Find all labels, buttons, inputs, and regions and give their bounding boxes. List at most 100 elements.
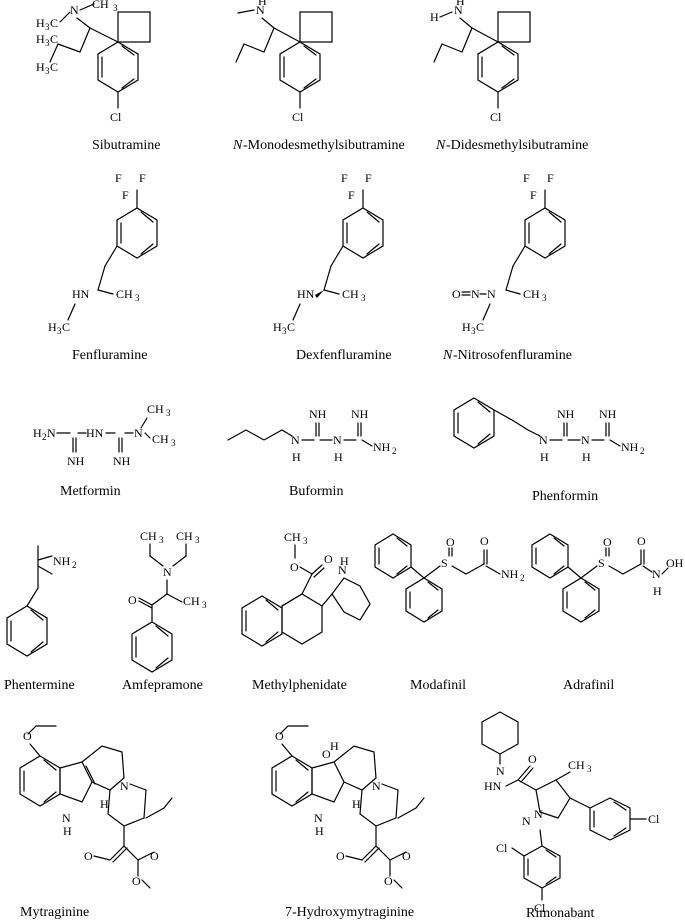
svg-text:F: F xyxy=(547,171,554,185)
caption-rimonabant: Rimonabant xyxy=(526,906,595,921)
svg-text:N: N xyxy=(256,3,265,17)
svg-text:O: O xyxy=(128,593,137,607)
svg-text:N: N xyxy=(314,811,323,825)
svg-text:H: H xyxy=(63,824,72,838)
svg-text:2: 2 xyxy=(640,446,645,456)
svg-text:H: H xyxy=(100,797,109,811)
svg-text:N: N xyxy=(372,779,381,793)
svg-text:Cl: Cl xyxy=(496,841,508,855)
svg-text:3: 3 xyxy=(45,22,50,32)
svg-text:N: N xyxy=(539,433,548,447)
svg-text:H: H xyxy=(540,450,549,464)
svg-text:CH: CH xyxy=(176,529,193,543)
svg-text:H: H xyxy=(36,60,45,74)
svg-text:H: H xyxy=(352,797,361,811)
svg-text:NH: NH xyxy=(113,454,131,468)
svg-text:N: N xyxy=(120,779,129,793)
svg-text:O: O xyxy=(603,535,612,549)
structure-adrafinil: S O O N H OH Adrafinil xyxy=(531,533,684,693)
svg-text:O: O xyxy=(402,849,411,863)
svg-text:CH: CH xyxy=(284,530,301,544)
svg-text:CH: CH xyxy=(147,402,164,416)
svg-text:O: O xyxy=(275,729,284,743)
svg-text:NH: NH xyxy=(621,440,639,454)
svg-text:3: 3 xyxy=(57,326,62,336)
svg-text:N: N xyxy=(471,287,480,301)
svg-text:NH: NH xyxy=(501,567,519,581)
svg-text:O: O xyxy=(637,534,646,548)
caption-dexfenfluramine: Dexfenfluramine xyxy=(296,348,392,363)
structure-metformin: H 2 N NH HN NH N CH 3 CH 3 Metformin xyxy=(33,402,176,499)
svg-text:H: H xyxy=(48,320,57,334)
svg-text:HN: HN xyxy=(484,779,502,793)
svg-text:O: O xyxy=(452,287,461,301)
svg-text:CH: CH xyxy=(342,287,359,301)
svg-text:N: N xyxy=(47,426,56,440)
svg-text:F: F xyxy=(115,171,122,185)
svg-text:H: H xyxy=(334,450,343,464)
svg-text:O: O xyxy=(322,747,331,761)
atom-ch3: CH xyxy=(92,0,109,11)
svg-text:H: H xyxy=(462,320,471,334)
caption-metformin: Metformin xyxy=(60,484,121,499)
svg-text:CH: CH xyxy=(568,758,585,772)
caption-n-monodesmethylsibutramine: -Monodesmethylsibutramine xyxy=(243,138,405,153)
svg-text:NH: NH xyxy=(557,407,575,421)
svg-text:N: N xyxy=(522,814,531,828)
svg-text:H: H xyxy=(340,554,349,568)
svg-text:H: H xyxy=(582,450,591,464)
svg-text:3: 3 xyxy=(166,408,171,418)
structure-amfepramone: CH 3 CH 3 N CH 3 O Amfepramone xyxy=(122,529,207,693)
svg-text:N: N xyxy=(134,426,143,440)
svg-text:O: O xyxy=(336,849,345,863)
svg-text:3: 3 xyxy=(471,326,476,336)
svg-text:O: O xyxy=(23,729,32,743)
caption-adrafinil: Adrafinil xyxy=(563,678,614,693)
svg-text:O: O xyxy=(446,535,455,549)
svg-text:H: H xyxy=(653,584,662,598)
svg-text:N: N xyxy=(291,433,300,447)
structure-mytraginine: O N H N H O O O Mytraginine xyxy=(19,725,173,920)
svg-text:H: H xyxy=(36,32,45,46)
svg-text:HN: HN xyxy=(86,426,104,440)
svg-text:N: N xyxy=(333,433,342,447)
svg-text:H: H xyxy=(315,824,324,838)
svg-text:3: 3 xyxy=(159,535,164,545)
svg-text:C: C xyxy=(50,16,58,30)
svg-text:NH: NH xyxy=(373,440,391,454)
svg-text:N: N xyxy=(487,287,496,301)
caption-n-didesmethylsibutramine: -Didesmethylsibutramine xyxy=(446,138,588,153)
structure-rimonabant: N HN O CH 3 N N Cl Cl Cl Rimonabant xyxy=(481,711,660,921)
svg-text:HN: HN xyxy=(297,287,315,301)
svg-text:3: 3 xyxy=(45,38,50,48)
svg-text:O: O xyxy=(290,560,299,574)
svg-text:H: H xyxy=(430,10,439,24)
svg-text:CH: CH xyxy=(140,529,157,543)
svg-text:3: 3 xyxy=(113,3,118,13)
svg-text:H: H xyxy=(33,426,42,440)
svg-text:3: 3 xyxy=(282,326,287,336)
caption-sibutramine: Sibutramine xyxy=(92,138,160,153)
svg-text:N: N xyxy=(62,811,71,825)
caption-phenformin: Phenformin xyxy=(532,489,598,504)
atom-h3c: H xyxy=(36,16,45,30)
svg-text:H: H xyxy=(292,450,301,464)
structure-sibutramine: Cl N CH 3 H 3 C H 3 C H 3 C Sibutramine xyxy=(36,0,160,153)
svg-text:3: 3 xyxy=(361,293,366,303)
svg-text:3: 3 xyxy=(195,535,200,545)
caption-phentermine: Phentermine xyxy=(4,678,75,693)
svg-text:S: S xyxy=(441,556,448,570)
svg-text:F: F xyxy=(530,188,537,202)
svg-text:N: N xyxy=(581,433,590,447)
structure-buformin: N H NH N H NH NH 2 Buformin xyxy=(227,407,397,499)
caption-n-nitrosofenfluramine: -Nitrosofenfluramine xyxy=(453,348,572,363)
structure-fenfluramine: F F F CH 3 HN H 3 C Fenfluramine xyxy=(48,171,158,363)
svg-text:NH: NH xyxy=(351,407,369,421)
structure-phenformin: N H NH N H NH NH 2 Phenformin xyxy=(453,397,645,504)
svg-text:3: 3 xyxy=(135,293,140,303)
svg-text:N: N xyxy=(652,567,661,581)
structure-phentermine: NH 2 Phentermine xyxy=(4,545,77,693)
svg-text:3: 3 xyxy=(171,438,176,448)
structure-modafinil: S O O NH 2 Modafinil xyxy=(374,533,525,693)
